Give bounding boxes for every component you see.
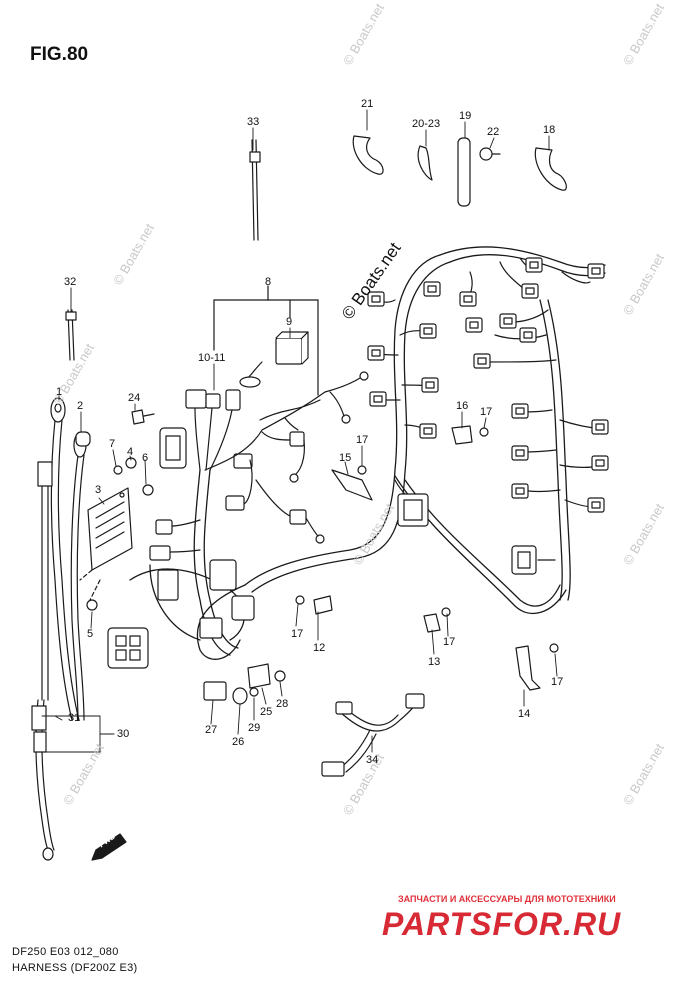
shop-logo: PARTSFOR.RU [382,906,622,942]
callout-10-11: 10-11 [198,352,226,364]
callout-33: 33 [247,116,260,128]
callout-29: 29 [248,722,261,734]
leader-lines [41,109,558,753]
callout-31: 31 [68,712,81,724]
callout-24: 24 [128,392,141,404]
callout-18: 18 [543,124,556,136]
callout-13: 13 [428,656,441,668]
callout-15: 15 [339,452,352,464]
callout-22: 22 [487,126,500,138]
callout-1: 1 [56,386,63,398]
diagram-code: DF250 E03 012_080 [12,946,119,958]
callout-3: 3 [95,484,102,496]
callout-4: 4 [127,446,134,458]
callout-27: 27 [205,724,218,736]
callout-26: 26 [232,736,245,748]
callout-7: 7 [109,438,116,450]
figure-title: FIG.80 [30,44,89,65]
callout-9: 9 [286,316,293,328]
callout-30: 30 [117,728,130,740]
callout-2: 2 [77,400,84,412]
small-hardware [65,135,567,705]
right-connectors [367,257,609,575]
diagram-caption: HARNESS (DF200Z E3) [12,962,138,974]
plate-3 [79,487,133,601]
sub-harness-34 [321,693,425,777]
callout-32: 32 [64,276,77,288]
fwd-arrow-icon [91,833,127,861]
callout-20-23: 20-23 [412,118,441,130]
relay-9 [239,331,309,388]
callout-25: 25 [260,706,273,718]
callout-17-c: 17 [551,676,564,688]
callout-12: 12 [313,642,326,654]
callout-5: 5 [87,628,94,640]
callout-14: 14 [518,708,531,720]
callout-28: 28 [276,698,289,710]
center-wires [169,371,369,553]
callout-8: 8 [265,276,272,288]
callout-17-d: 17 [480,406,493,418]
callout-17-e: 17 [356,434,369,446]
center-connectors [107,389,307,669]
callout-16: 16 [456,400,469,412]
shop-subtitle: ЗАПЧАСТИ И АКСЕССУАРЫ ДЛЯ МОТОТЕХНИКИ [398,894,616,904]
callout-21: 21 [361,98,374,110]
callout-17-b: 17 [443,636,456,648]
callout-17-a: 17 [291,628,304,640]
callout-34: 34 [366,754,379,766]
main-harness-trunk [129,246,606,660]
callout-19: 19 [459,110,472,122]
callout-6: 6 [142,452,149,464]
